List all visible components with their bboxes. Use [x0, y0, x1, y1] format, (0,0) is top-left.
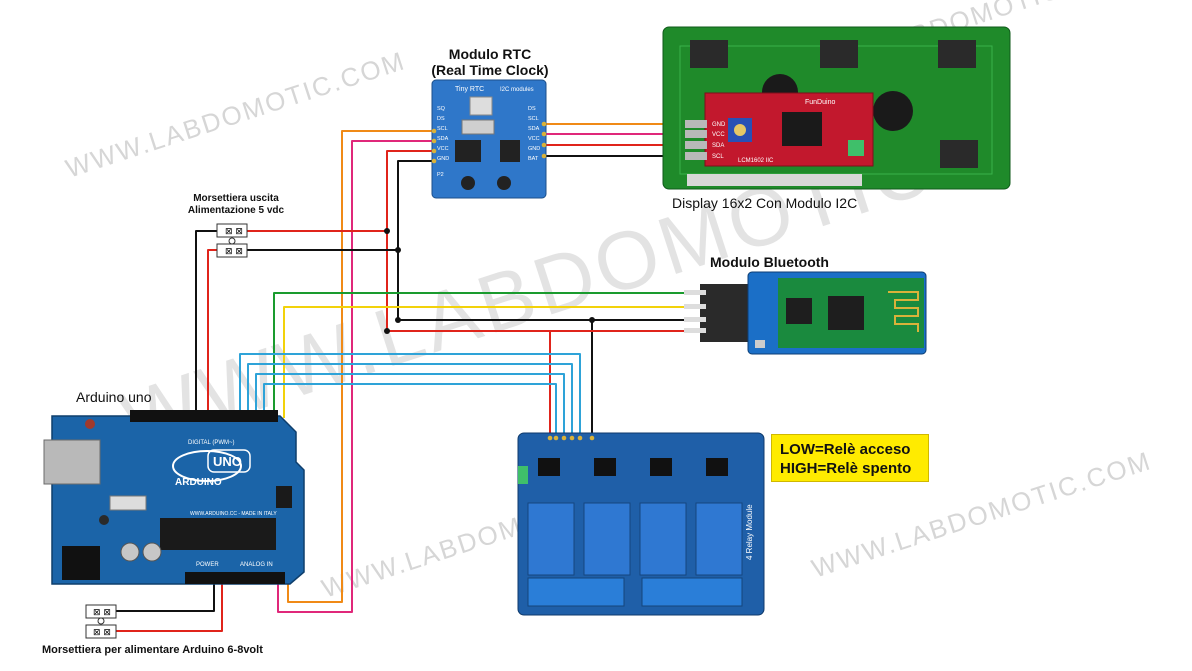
relay-module: 4 Relay Module [517, 432, 765, 616]
terminal-out-line1: Morsettiera uscita [193, 193, 279, 204]
svg-text:SDA: SDA [712, 143, 724, 149]
relays [527, 502, 743, 576]
terminal-block-power: ⊠ ⊠ ⊠ ⊠ [85, 604, 117, 639]
arduino-site: WWW.ARDUINO.CC - MADE IN ITALY [190, 511, 277, 517]
lcd-display: FunDuino LCM1602 IIC GND VCC SDA SCL [662, 26, 1011, 190]
svg-text:SDA: SDA [528, 126, 540, 132]
terminal-out-line2: Alimentazione 5 vdc [187, 205, 285, 216]
arduino-caption: Arduino uno [76, 389, 152, 405]
wire-cyan-in2 [247, 363, 573, 437]
junctions [384, 228, 595, 334]
rtc-i2c: I2C modules [500, 87, 534, 93]
relay-board-name: 4 Relay Module [745, 504, 754, 560]
svg-text:BAT: BAT [528, 156, 539, 162]
svg-text:⊠ ⊠: ⊠ ⊠ [93, 628, 111, 638]
wire-black-arduino-gnd [195, 230, 220, 418]
svg-text:⊠ ⊠: ⊠ ⊠ [93, 608, 111, 618]
bluetooth-title: Modulo Bluetooth [710, 254, 829, 270]
svg-text:P2: P2 [437, 172, 444, 178]
svg-text:⊠ ⊠: ⊠ ⊠ [225, 247, 243, 257]
svg-text:VCC: VCC [528, 136, 540, 142]
svg-text:VCC: VCC [712, 132, 725, 138]
wire-black-rtc-gnd [397, 160, 593, 437]
rtc-module: Tiny RTC I2C modules SQ DS SCL SDA VCC GND P… [431, 79, 547, 199]
wire-cyan-in1 [239, 353, 581, 437]
arduino-model: UNO [213, 454, 242, 469]
svg-text:⊠ ⊠: ⊠ ⊠ [225, 227, 243, 237]
svg-text:SCL: SCL [712, 154, 724, 160]
display-chip: LCM1602 IIC [738, 158, 774, 164]
svg-text:SQ: SQ [437, 106, 446, 112]
terminal-power-caption: Morsettiera per alimentare Arduino 6-8vo… [42, 644, 263, 656]
svg-text:GND: GND [528, 146, 540, 152]
svg-text:GND: GND [437, 156, 449, 162]
arduino-analog-label: ANALOG IN [240, 562, 273, 568]
wire-black-power-in [115, 583, 215, 612]
rtc-title: Modulo RTC (Real Time Clock) [423, 46, 557, 78]
terminal-block-5v: ⊠ ⊠ ⊠ ⊠ [216, 223, 248, 258]
rtc-header: Tiny RTC [455, 86, 484, 93]
arduino-brand: ARDUINO [175, 477, 222, 488]
svg-text:SCL: SCL [437, 126, 448, 132]
svg-text:SCL: SCL [528, 116, 539, 122]
terminal-out-caption: Morsettiera uscita Alimentazione 5 vdc [176, 193, 296, 217]
wire-cyan-in3 [255, 373, 565, 437]
wire-yellow-bt [283, 306, 700, 418]
arduino-digital-label: DIGITAL (PWM~) [188, 440, 235, 446]
wire-red-power-in [115, 583, 223, 632]
relay-logic-legend: LOW=Relè acceso HIGH=Relè spento [771, 434, 929, 482]
svg-text:DS: DS [528, 106, 536, 112]
svg-text:VCC: VCC [437, 146, 449, 152]
wire-green-bt [273, 292, 700, 418]
arduino-board: ARDUINO UNO DIGITAL (PWM~) ANALOG IN POW… [43, 410, 305, 585]
svg-text:GND: GND [712, 122, 726, 128]
display-module-name: FunDuino [805, 99, 835, 106]
svg-text:SDA: SDA [437, 136, 449, 142]
wire-orange-rtc-scl [287, 130, 434, 603]
legend-low: LOW=Relè acceso [780, 441, 911, 458]
legend-high: HIGH=Relè spento [780, 460, 912, 477]
rtc-title-line1: Modulo RTC [448, 46, 532, 62]
rtc-title-line2: (Real Time Clock) [431, 62, 549, 78]
arduino-power-label: POWER [196, 562, 219, 568]
svg-text:DS: DS [437, 116, 445, 122]
bluetooth-module [684, 271, 927, 355]
wire-cyan-in4 [263, 383, 557, 437]
wire-magenta-rtc-sda [277, 140, 434, 613]
display-caption: Display 16x2 Con Modulo I2C [672, 195, 858, 211]
